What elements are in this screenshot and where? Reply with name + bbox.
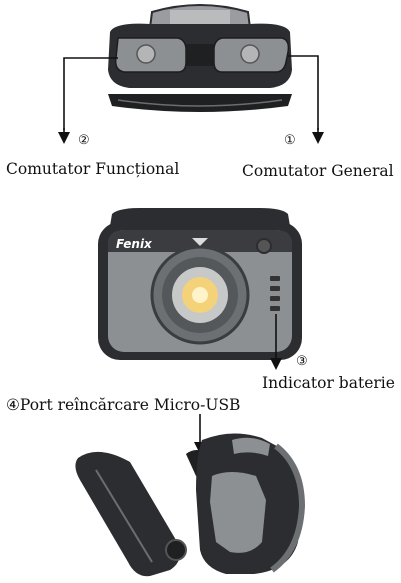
callout-3-arrowhead (270, 358, 282, 370)
battery-indicator-leds (270, 276, 280, 311)
headlamp-side-view (75, 414, 306, 577)
callout-1-number: ① (284, 133, 296, 148)
function-switch-button (136, 44, 156, 64)
sensor-icon (256, 238, 272, 254)
headlamp-front-view: Fenix (98, 208, 302, 370)
callout-4-label: ④Port reîncărcare Micro-USB (6, 396, 240, 414)
callout-3-label: Indicator baterie (262, 374, 395, 392)
callout-2-label: Comutator Funcțional (6, 160, 180, 178)
callout-2-number: ② (78, 133, 90, 148)
strap-clip (75, 451, 180, 577)
callout-4-number: ④ (6, 396, 20, 414)
callout-4-text: Port reîncărcare Micro-USB (19, 396, 241, 414)
callout-1-label: Comutator General (242, 162, 394, 180)
headlamp-top-view (63, 4, 319, 130)
callout-1-line (288, 55, 319, 130)
callout-3-number: ③ (296, 354, 308, 369)
main-switch-button (240, 44, 260, 64)
arrow-extension (58, 128, 324, 144)
callout-2-line (63, 57, 118, 130)
brand-logo: Fenix (116, 237, 153, 251)
